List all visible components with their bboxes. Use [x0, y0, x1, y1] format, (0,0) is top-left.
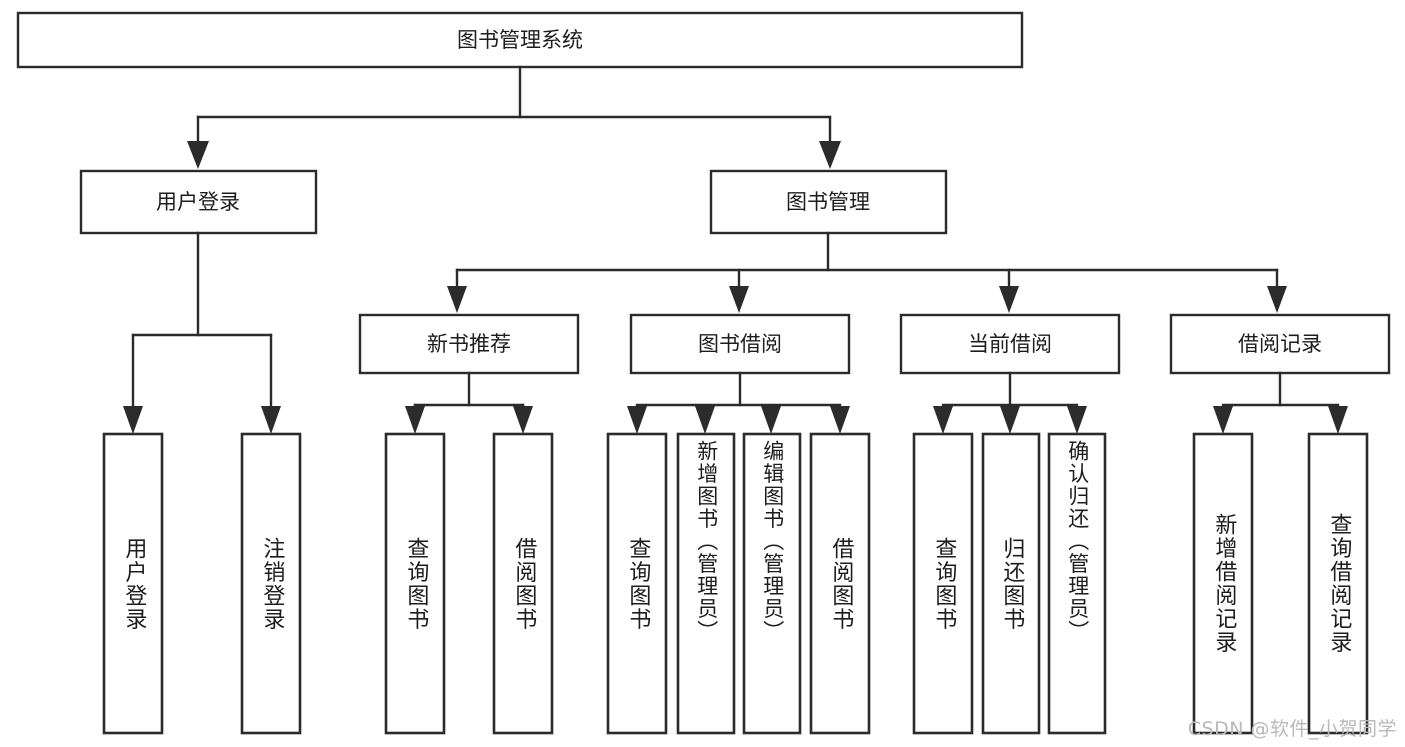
connector-book-management-to-level3 — [447, 231, 1287, 313]
arrow-head-icon — [405, 406, 425, 434]
node-user-login[interactable]: 用户登录 — [79, 169, 318, 235]
arrow-head-icon — [261, 406, 281, 434]
node-book-management[interactable]: 图书管理 — [709, 169, 948, 235]
leaf-box[interactable] — [384, 432, 446, 735]
arrow-head-icon — [513, 406, 533, 434]
arrow-head-icon — [695, 406, 715, 434]
node-current-borrow[interactable]: 当前借阅 — [899, 313, 1121, 375]
leaf-box[interactable] — [1192, 432, 1254, 735]
watermark: CSDN @软件_小贺同学 — [1187, 718, 1397, 740]
node-book-borrow[interactable]: 图书借阅 — [629, 313, 851, 375]
leaf-box[interactable] — [981, 432, 1041, 735]
node-root[interactable]: 图书管理系统 — [16, 11, 1024, 69]
arrow-head-icon — [819, 141, 841, 169]
arrow-head-icon — [1000, 406, 1020, 434]
leaf-box[interactable] — [1307, 432, 1369, 735]
leaf-box[interactable] — [912, 432, 974, 735]
node-current-borrow-label: 当前借阅 — [968, 332, 1052, 356]
arrow-head-icon — [761, 406, 781, 434]
connector-root-to-level2 — [187, 65, 841, 169]
connector-new-book-recommend-to-leaves — [405, 371, 533, 434]
node-new-book-recommend-label: 新书推荐 — [427, 332, 511, 356]
node-borrow-record[interactable]: 借阅记录 — [1169, 313, 1391, 375]
connector-borrow-record-to-leaves — [1213, 371, 1348, 434]
arrow-head-icon — [123, 406, 143, 434]
node-book-management-label: 图书管理 — [786, 190, 870, 214]
leaf-box[interactable] — [742, 432, 802, 735]
node-book-borrow-label: 图书借阅 — [698, 332, 782, 356]
arrow-head-icon — [187, 141, 209, 169]
connector-user-login-to-leaves — [123, 231, 281, 434]
leaf-box[interactable] — [606, 432, 668, 735]
arrow-head-icon — [1267, 286, 1287, 313]
arrow-head-icon — [1213, 406, 1233, 434]
node-new-book-recommend[interactable]: 新书推荐 — [358, 313, 580, 375]
arrow-head-icon — [830, 406, 850, 434]
leaf-box[interactable] — [102, 432, 164, 735]
arrow-head-icon — [933, 406, 953, 434]
node-root-label: 图书管理系统 — [457, 28, 583, 52]
arrow-head-icon — [447, 286, 467, 313]
node-user-login-label: 用户登录 — [156, 190, 240, 214]
leaf-box[interactable] — [1047, 432, 1107, 735]
arrow-head-icon — [627, 406, 647, 434]
arrow-head-icon — [1067, 406, 1087, 434]
leaf-box[interactable] — [492, 432, 554, 735]
connector-current-borrow-to-leaves — [933, 371, 1087, 434]
arrow-head-icon — [729, 286, 749, 313]
arrow-head-icon — [999, 286, 1019, 313]
connector-book-borrow-to-leaves — [627, 371, 850, 434]
arrow-head-icon — [1328, 406, 1348, 434]
leaf-box[interactable] — [676, 432, 736, 735]
leaf-box[interactable] — [240, 432, 302, 735]
leaf-box[interactable] — [809, 432, 871, 735]
node-borrow-record-label: 借阅记录 — [1238, 332, 1322, 356]
